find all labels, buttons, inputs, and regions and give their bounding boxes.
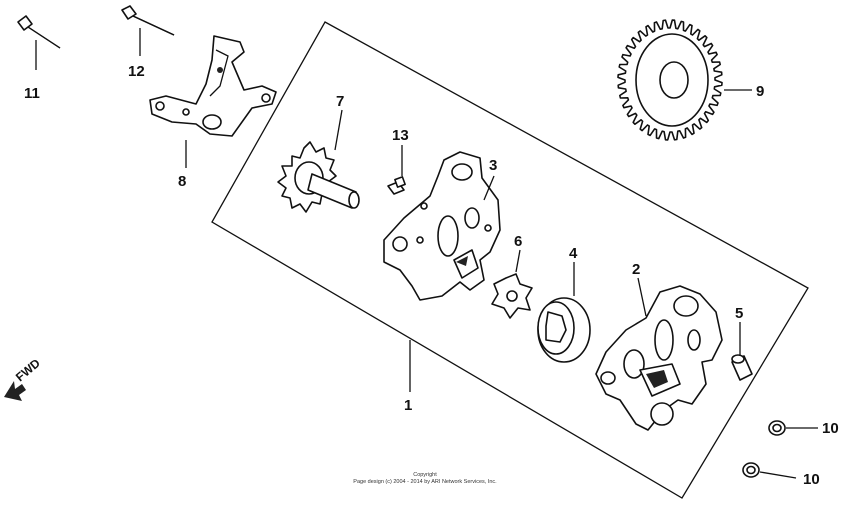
callout-3: 3 (489, 157, 497, 174)
part-13-screw[interactable] (387, 176, 406, 195)
callout-5: 5 (735, 305, 743, 322)
callout-6: 6 (514, 233, 522, 250)
callout-2: 2 (632, 261, 640, 278)
callout-1: 1 (404, 397, 412, 414)
part-9-driven-gear[interactable] (617, 19, 723, 141)
callout-11: 11 (24, 85, 40, 102)
part-10-o-ring-upper[interactable] (768, 420, 786, 436)
leader-2 (637, 277, 647, 317)
callout-8: 8 (178, 173, 186, 190)
leader-3 (483, 175, 495, 201)
copyright-line-2: Page design (c) 2004 - 2014 by ARI Netwo… (353, 479, 497, 485)
part-3-pump-cover[interactable] (383, 151, 501, 301)
part-7-sprocket[interactable] (277, 141, 360, 213)
callout-10-lower: 10 (803, 471, 820, 488)
part-12-bolt[interactable] (121, 5, 175, 36)
part-2-pump-body[interactable] (595, 285, 723, 431)
part-11-bolt[interactable] (17, 15, 61, 49)
part-8-bracket[interactable] (149, 35, 277, 137)
leader-6 (515, 249, 521, 273)
copyright-line-1: Copyright (413, 472, 437, 478)
part-6-inner-rotor[interactable] (491, 273, 533, 319)
callout-12: 12 (128, 63, 145, 80)
leader-7 (334, 109, 343, 151)
fwd-label: FWD (13, 356, 43, 385)
part-5-dowel-pin[interactable] (731, 354, 753, 381)
assembly-boundary-box (211, 21, 809, 499)
callout-13: 13 (392, 127, 409, 144)
callout-7: 7 (336, 93, 344, 110)
leader-10b (759, 471, 797, 479)
fwd-arrow-icon (4, 381, 26, 401)
callout-9: 9 (756, 83, 764, 100)
callout-4: 4 (569, 245, 578, 262)
callout-10-upper: 10 (822, 420, 839, 437)
part-4-outer-rotor[interactable] (537, 297, 591, 363)
part-10-o-ring-lower[interactable] (742, 462, 760, 478)
